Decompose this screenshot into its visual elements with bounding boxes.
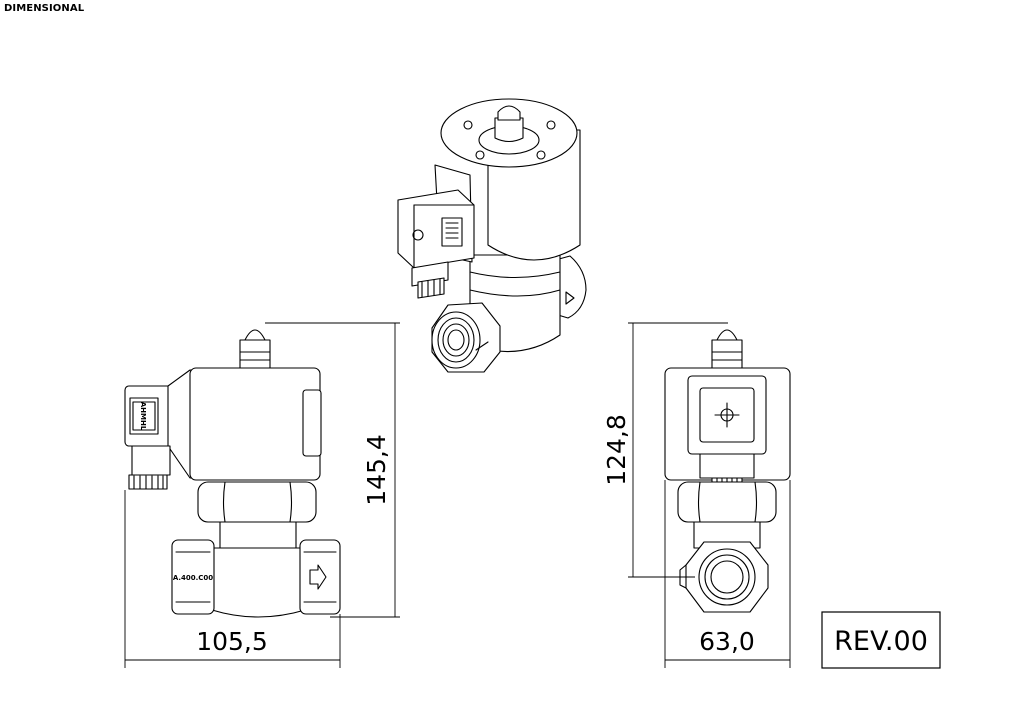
width-dimension-front: 105,5 (196, 627, 268, 656)
revision-label: REV.00 (834, 626, 928, 657)
dimension-lines-side: 124,8 63,0 (602, 322, 791, 668)
width-dimension-side: 63,0 (699, 627, 755, 656)
dimension-lines-front: 145,4 105,5 (124, 322, 400, 668)
page-title: DIMENSIONAL (4, 3, 85, 14)
front-view: AHMHL A.400.C00 (124, 329, 341, 618)
isometric-view (397, 98, 587, 373)
svg-text:A.400.C00: A.400.C00 (173, 574, 213, 582)
side-view (664, 329, 791, 613)
height-dimension-front: 145,4 (362, 434, 391, 506)
height-dimension-side: 124,8 (602, 414, 631, 486)
connector-brand: AHMHL (139, 402, 147, 431)
revision-box: REV.00 (821, 611, 941, 669)
